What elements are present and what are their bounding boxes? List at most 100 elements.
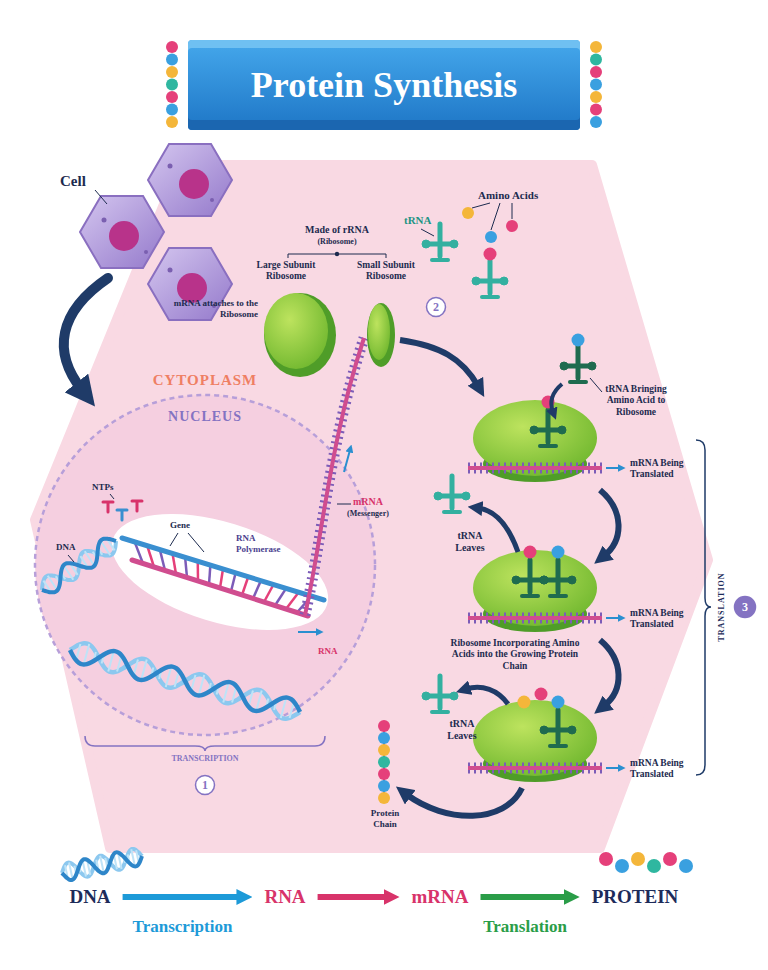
bead-chain	[378, 768, 390, 780]
ribosome-stage	[524, 546, 537, 559]
note-label: tRNA Leaves	[437, 718, 487, 742]
flow-term-text: RNA	[264, 886, 305, 908]
bead-chain	[166, 41, 178, 53]
bead-chain	[166, 91, 178, 103]
trna-molecule	[484, 248, 497, 261]
bead-chain	[590, 66, 602, 78]
bead-chain	[590, 79, 602, 91]
bead-chain	[166, 116, 178, 128]
direction-arrow	[298, 631, 318, 633]
part-label: NTPs	[92, 482, 114, 493]
note-label: tRNA Leaves	[445, 530, 495, 554]
ribosome-subunit	[264, 293, 328, 369]
leader-dot	[335, 252, 339, 256]
dna-helix	[62, 852, 142, 880]
flow-arrow	[481, 894, 570, 900]
stage-label: TRANSLATION	[717, 572, 727, 641]
cell-group	[210, 198, 214, 202]
flow-term: mRNA	[406, 884, 475, 910]
dna-helix	[264, 585, 274, 603]
nucleus-region-outline	[35, 395, 375, 735]
stage-label: TRANSCRIPTION	[171, 754, 238, 764]
title-text: Protein Synthesis	[251, 64, 517, 106]
part-label: Made of rRNA	[305, 224, 369, 236]
bead-chain	[590, 104, 602, 116]
bead-chain	[378, 792, 390, 804]
bead-chain	[599, 852, 613, 866]
step-circle: 3	[733, 595, 757, 619]
bead-chain	[166, 104, 178, 116]
bead-chain	[679, 859, 693, 873]
bead-chain	[615, 859, 629, 873]
ribosome-stage	[606, 467, 620, 469]
dna-helix	[286, 592, 299, 609]
cytoplasm-region-outline	[35, 165, 708, 848]
cell-group	[168, 164, 173, 169]
step-circle: 1	[194, 774, 216, 796]
bead-chain	[166, 66, 178, 78]
part-label: RNA Polymerase	[236, 533, 298, 555]
cell-group	[109, 221, 139, 251]
ribosome-stage	[535, 688, 548, 701]
bracket	[696, 440, 711, 775]
bead-chain	[590, 91, 602, 103]
part-label: mRNA	[353, 496, 383, 508]
bead-chain	[378, 744, 390, 756]
title-banner: Protein Synthesis	[188, 40, 580, 130]
amino-acid	[485, 231, 497, 243]
dna-helix	[253, 581, 261, 599]
cell-group	[168, 268, 173, 273]
part-label: tRNA	[404, 214, 432, 227]
flow-term-text: PROTEIN	[592, 886, 679, 908]
leader-line	[337, 504, 351, 505]
ribosome-stage	[606, 767, 620, 769]
flow-arrow	[318, 894, 390, 900]
bead-chain	[590, 116, 602, 128]
ribosome-stage	[552, 696, 565, 709]
callout-number: 2	[425, 296, 447, 318]
part-label: Small Subunit Ribosome	[345, 260, 427, 283]
dna-helix	[69, 862, 73, 879]
flow-term-text: DNA	[69, 886, 110, 908]
leader-line	[170, 533, 178, 546]
bead-chain	[631, 852, 645, 866]
callout-number: 1	[194, 774, 216, 796]
nucleus-region: NUCLEUS	[33, 393, 377, 737]
cell-group	[102, 218, 107, 223]
figure-label: Cell	[60, 172, 86, 190]
part-label: Amino Acids	[478, 189, 538, 202]
bead-chain	[378, 756, 390, 768]
note-label: Ribosome Incorporating Amino Acids into …	[449, 638, 581, 672]
bead-chain	[663, 852, 677, 866]
bead-chain	[166, 54, 178, 66]
leader-line	[95, 190, 107, 204]
edge-label: Transcription	[133, 917, 233, 937]
dna-helix	[275, 588, 286, 605]
step-circle: 2	[425, 296, 447, 318]
ribosome-subunit	[264, 293, 336, 377]
dna-helix	[220, 569, 223, 588]
amino-acid	[462, 207, 474, 219]
bead-chain	[647, 859, 661, 873]
part-label: Large Subunit Ribosome	[245, 260, 327, 283]
flow-term: DNA	[63, 884, 116, 910]
flow-term-text: mRNA	[412, 886, 469, 908]
leader-line	[188, 533, 204, 552]
dna-helix	[242, 577, 248, 595]
note-label: mRNA attaches to the Ribosome	[170, 298, 258, 320]
note-label: mRNA Being Translated	[630, 458, 692, 481]
bead-chain	[590, 41, 602, 53]
part-label: RNA	[318, 646, 338, 657]
amino-acid	[506, 220, 518, 232]
bead-chain	[590, 54, 602, 66]
note-label: tRNA Bringing Amino Acid to Ribosome	[600, 384, 672, 418]
cell-group	[179, 169, 209, 199]
ribosome-stage	[518, 696, 531, 709]
ribosome-stage	[468, 616, 602, 620]
part-label: Gene	[170, 520, 190, 531]
region-title: NUCLEUS	[33, 409, 377, 425]
callout-number: 3	[733, 595, 757, 619]
region-title: CYTOPLASM	[130, 372, 280, 389]
cell-group	[144, 250, 148, 254]
dna-helix	[209, 565, 210, 584]
